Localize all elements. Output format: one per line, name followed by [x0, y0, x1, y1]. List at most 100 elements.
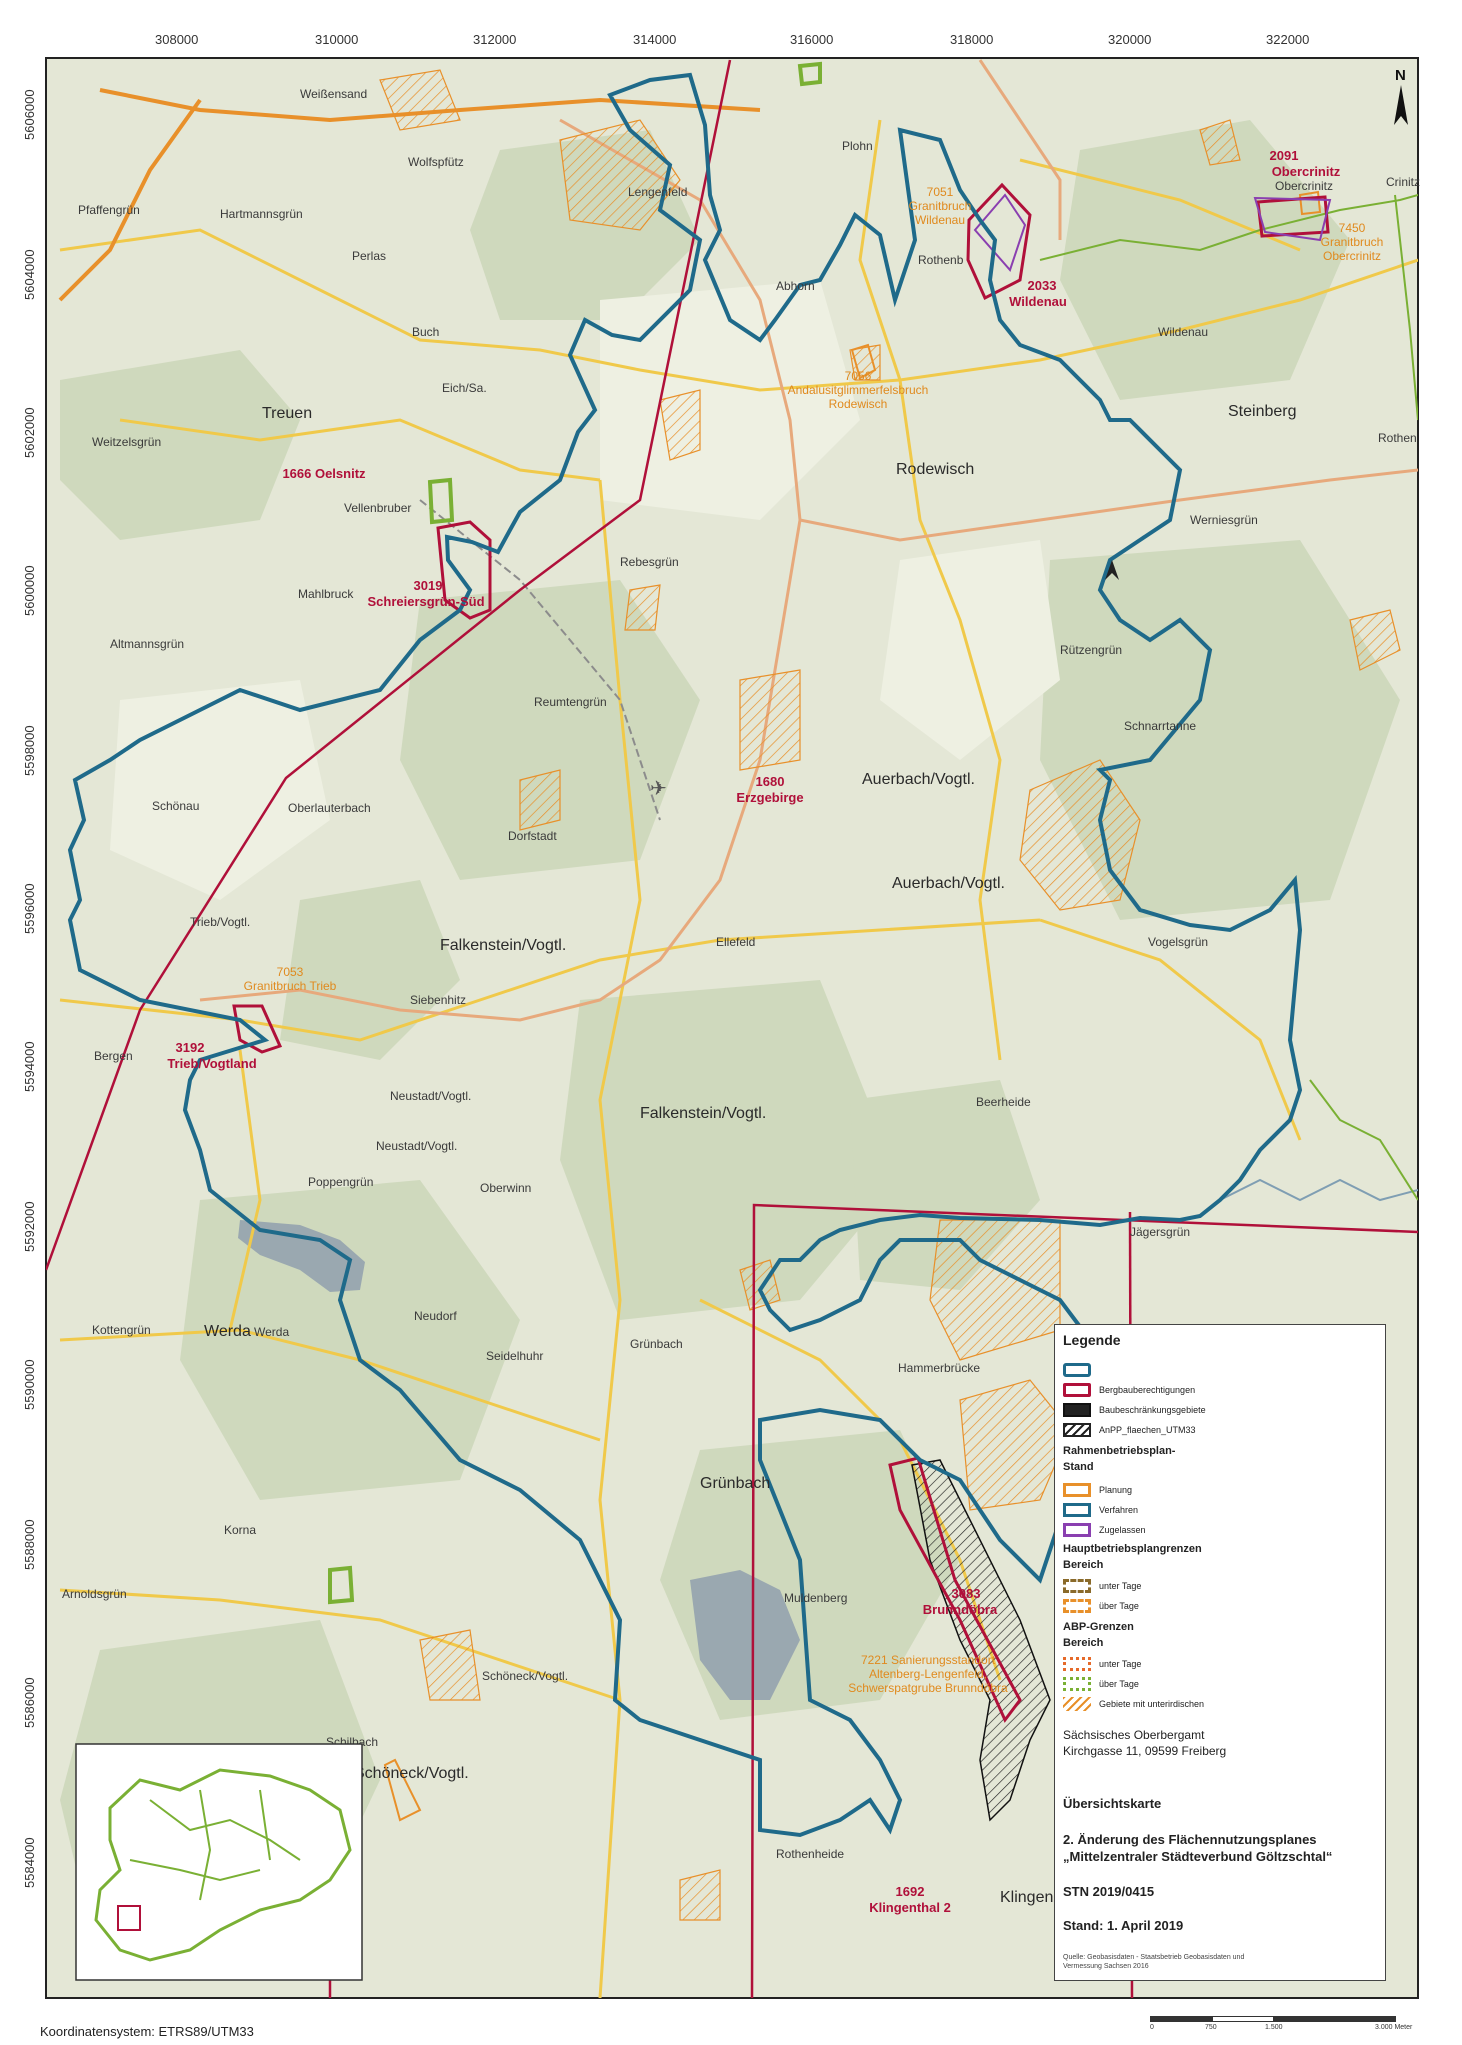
svg-text:7053: 7053	[277, 965, 304, 979]
permit-name: Brunndöbra	[923, 1602, 998, 1617]
permit-name: Schreiersgrün-Süd	[367, 594, 484, 609]
main-roads	[199, 59, 1418, 1022]
permit-labels: 2091 Obercrinitz Obercrinitz 2033 Wilden…	[167, 148, 1340, 1915]
svg-text:Rodewisch: Rodewisch	[829, 397, 888, 411]
legend-panel: Legende Bergbauberechtigungen Baubeschrä…	[1054, 1324, 1386, 1981]
svg-text:5604000: 5604000	[22, 249, 37, 300]
plan-labels: 7051 Granitbruch Wildenau 7450 Granitbru…	[244, 185, 1384, 1695]
map-type: Übersichtskarte	[1063, 1796, 1162, 1811]
town-label: Arnoldsgrün	[62, 1587, 127, 1601]
town-labels: Weißensand Wolfspfütz Pfaffengrün Hartma…	[62, 87, 1420, 1906]
svg-text:Altenberg-Lengenfeld,: Altenberg-Lengenfeld,	[869, 1667, 987, 1681]
svg-text:7450: 7450	[1339, 221, 1366, 235]
town-label: Ellefeld	[716, 935, 755, 949]
svg-text:5592000: 5592000	[22, 1201, 37, 1252]
permit-id: 1692	[896, 1884, 925, 1899]
svg-text:Granitbruch: Granitbruch	[909, 199, 972, 213]
river	[1219, 1178, 1418, 1202]
legend-heading: ABP-Grenzen	[1063, 1621, 1134, 1633]
legend-item-abp-unter: unter Tage	[1063, 1655, 1141, 1673]
svg-text:Andalusitglimmerfelsbruch: Andalusitglimmerfelsbruch	[788, 383, 929, 397]
town-label: Buch	[412, 325, 439, 339]
town-label: Weißensand	[300, 87, 367, 101]
town-label: Steinberg	[1228, 403, 1297, 420]
permit-id: 3192	[176, 1040, 205, 1055]
legend-heading: Hauptbetriebsplangrenzen	[1063, 1543, 1202, 1555]
svg-text:5590000: 5590000	[22, 1359, 37, 1410]
legend-item-ueber-tage: über Tage	[1063, 1597, 1139, 1615]
svg-text:N: N	[1395, 67, 1406, 84]
town-label: Rebesgrün	[620, 555, 679, 569]
authority-address: Kirchgasse 11, 09599 Freiberg	[1063, 1744, 1227, 1758]
legend-item-abp-ueber: über Tage	[1063, 1675, 1139, 1693]
town-label: Jägersgrün	[1130, 1225, 1190, 1239]
svg-text:7056: 7056	[845, 369, 872, 383]
scale-bar: 0 750 1.500 3.000 Meter	[1150, 2010, 1420, 2036]
town-label: Abhorn	[776, 279, 815, 293]
svg-text:Wildenau: Wildenau	[915, 213, 965, 227]
legend-item-anpp: AnPP_flaechen_UTM33	[1063, 1421, 1196, 1439]
svg-text:5598000: 5598000	[22, 725, 37, 776]
town-label: Rothenb	[918, 253, 964, 267]
reservoir-poehl	[238, 1220, 365, 1292]
town-label: Hammerbrücke	[898, 1361, 980, 1375]
permit-label: 1666 Oelsnitz	[282, 466, 366, 481]
svg-text:5594000: 5594000	[22, 1041, 37, 1092]
permit-areas	[232, 182, 1330, 1723]
town-label: Beerheide	[976, 1095, 1031, 1109]
town-label: Rothenheide	[776, 1847, 844, 1861]
town-label: Grünbach	[630, 1337, 683, 1351]
svg-text:312000: 312000	[473, 32, 516, 47]
svg-text:5584000: 5584000	[22, 1837, 37, 1888]
town-label: Neudorf	[414, 1309, 457, 1323]
town-label: Grünbach	[700, 1475, 770, 1492]
source-note: Quelle: Geobasisdaten - Staatsbetrieb Ge…	[1063, 1954, 1245, 1970]
town-label: Bergen	[94, 1049, 133, 1063]
permit-name: Wildenau	[1009, 294, 1067, 309]
legend-item-gebiete: Gebiete mit unterirdischen	[1063, 1695, 1204, 1713]
town-label: Muldenberg	[784, 1591, 847, 1605]
town-label: Neustadt/Vogtl.	[390, 1089, 471, 1103]
svg-text:322000: 322000	[1266, 32, 1309, 47]
town-label: Altmannsgrün	[110, 637, 184, 651]
town-label: Kottengrün	[92, 1323, 151, 1337]
svg-text:7051: 7051	[927, 185, 954, 199]
legend-heading: Bereich	[1063, 1637, 1104, 1649]
town-label: Plohn	[842, 139, 873, 153]
town-label: Wildenau	[1158, 325, 1208, 339]
legend-item-zugelassen: Zugelassen	[1063, 1521, 1146, 1539]
svg-text:5602000: 5602000	[22, 407, 37, 458]
plan-title-line1: 2. Änderung des Flächennutzungsplanes	[1063, 1832, 1317, 1847]
planning-outlines	[383, 190, 1322, 1822]
town-label: Mahlbruck	[298, 587, 354, 601]
town-label: Schöneck/Vogtl.	[354, 1765, 469, 1782]
svg-text:5588000: 5588000	[22, 1519, 37, 1570]
legend-heading: Bereich	[1063, 1559, 1104, 1571]
svg-text:308000: 308000	[155, 32, 198, 47]
inset-overview-map	[75, 1743, 363, 1981]
svg-text:5606000: 5606000	[22, 89, 37, 140]
town-label: Wolfspfütz	[408, 155, 464, 169]
town-label: Siebenhitz	[410, 993, 466, 1007]
grid-ticks-y: 5606000 5604000 5602000 5600000 5598000 …	[22, 89, 37, 1888]
town-label: Korna	[224, 1523, 256, 1537]
town-label: Neustadt/Vogtl.	[376, 1139, 457, 1153]
legend-item-bergbau: Bergbauberechtigungen	[1063, 1381, 1195, 1399]
permit-id: 3083	[952, 1586, 981, 1601]
legend-heading: Rahmenbetriebsplan-	[1063, 1445, 1176, 1457]
authority-name: Sächsisches Oberbergamt	[1063, 1728, 1205, 1742]
town-label: Werda	[204, 1323, 251, 1340]
motorway-a72	[58, 98, 202, 302]
town-label: Trieb/Vogtl.	[190, 915, 250, 929]
svg-text:5596000: 5596000	[22, 883, 37, 934]
permit-id: 1680	[756, 774, 785, 789]
legend-item-boundary	[1063, 1361, 1099, 1379]
permit-id: 2033	[1028, 278, 1057, 293]
abp-areas	[328, 61, 822, 1605]
town-label: Hartmannsgrün	[220, 207, 303, 221]
town-label: Weitzelsgrün	[92, 435, 161, 449]
town-label: Auerbach/Vogtl.	[862, 771, 975, 788]
town-label: Vogelsgrün	[1148, 935, 1208, 949]
town-label: Reumtengrün	[534, 695, 607, 709]
